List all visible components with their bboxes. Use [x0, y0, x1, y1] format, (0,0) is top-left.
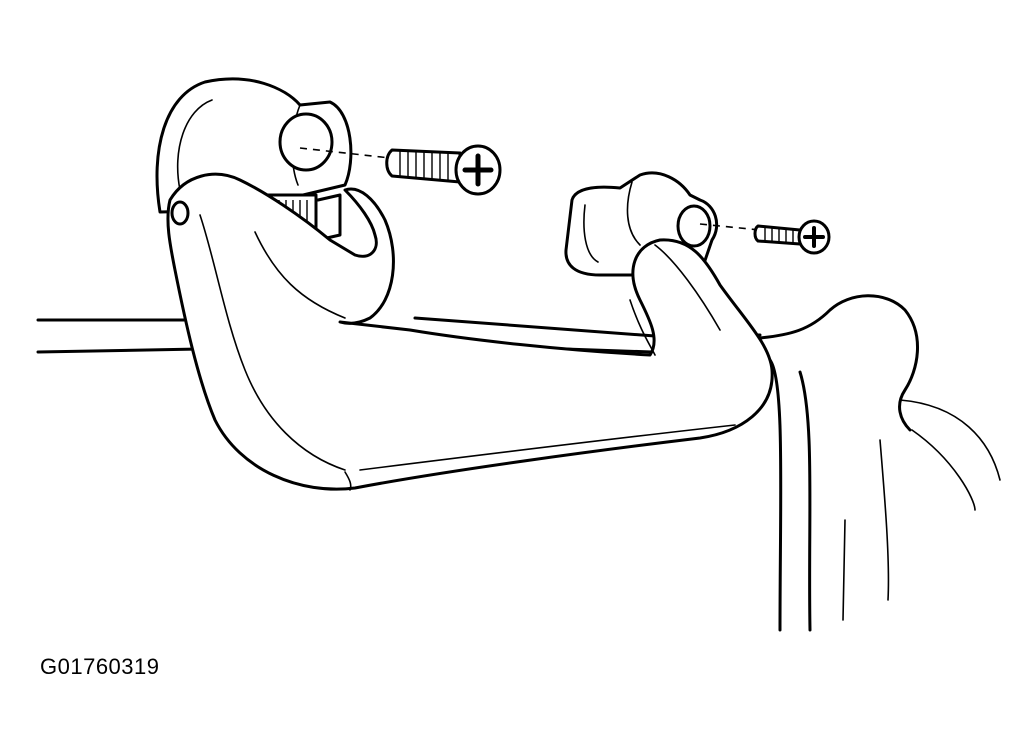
phillips-screw-head-icon [803, 226, 825, 248]
left-screw-hole [278, 112, 334, 172]
right-screw [753, 219, 831, 255]
phillips-screw-head-icon [462, 153, 494, 187]
door-pillar [758, 294, 1001, 632]
right-screw-hole [676, 204, 712, 248]
left-screw [385, 144, 502, 196]
figure-code-label: G01760319 [40, 654, 160, 679]
alignment-lines [299, 147, 761, 231]
grip-handle [166, 172, 774, 491]
